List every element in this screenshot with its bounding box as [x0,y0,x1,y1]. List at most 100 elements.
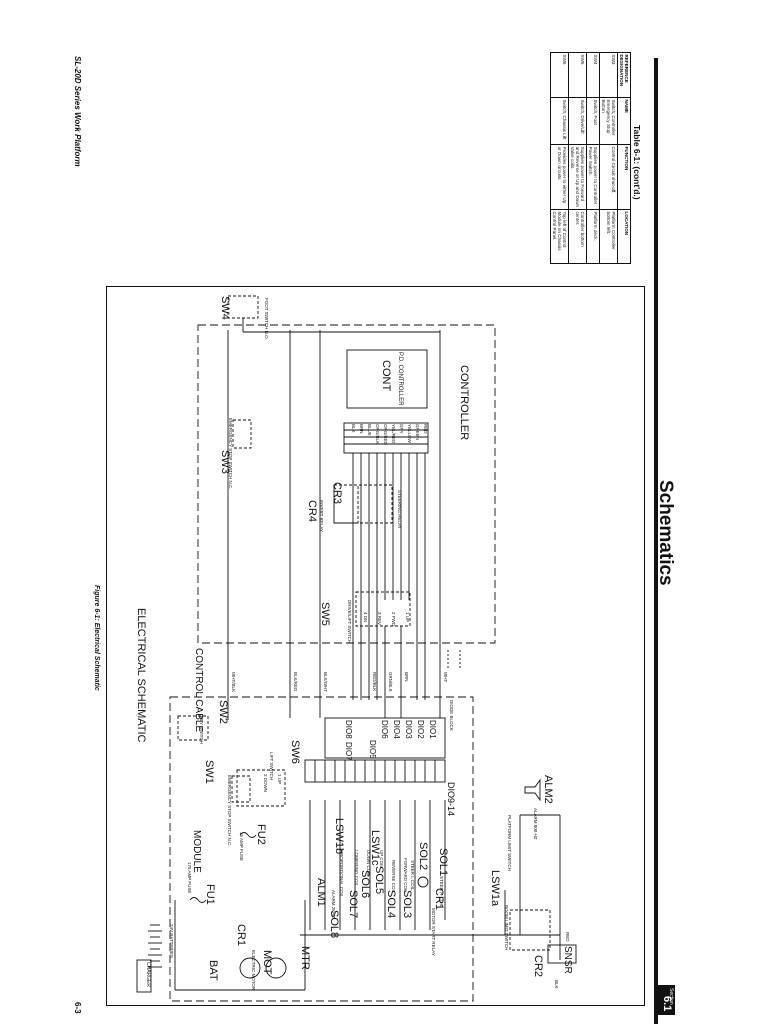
module-label: MODULE [191,830,202,873]
footer-title: SL-20D Series Work Platform [73,56,82,167]
charger-box [136,959,152,993]
fuse-15-label: 15 AMP FUSE [239,832,244,861]
sw3-switch-box [232,419,252,449]
sw6-label: SW6 [289,740,301,764]
wire-color-label: YELLOW [407,424,412,444]
lsw1a-label: LSW1a [489,870,501,907]
page-number: 6-3 [73,1002,82,1014]
motor-start-relay-label: MOTOR START RELAY [431,908,436,956]
wire-color-label: ORG/RED [383,424,388,446]
sol6-label: SOL6 [359,870,371,898]
invert-relay-label: INVERT RELAY [319,500,324,532]
sol1-desc: STEER R COIL [439,876,444,908]
wire-note: BLK/RED [293,672,298,692]
wire-note: BLK [554,980,559,989]
wire-note: BLK/WHT [323,672,328,692]
estop-sw1-label: EMERGENCY STOP SWITCH N.C. [227,775,232,847]
alarm-1-label: ALARM 2KHZ [331,890,336,919]
wire-color-label: BLK [351,424,356,433]
cr4-label: CR4 [306,500,318,522]
diode-label: DIO4 [392,720,401,739]
controller-box [197,324,496,644]
wire-note: RED/BLK [372,672,377,691]
fu2-label: FU2 [255,824,267,845]
wire-color-label: GRY [399,424,404,434]
fuse-175-label: 175 AMP FUSE [187,862,192,893]
drive-lift-switch-label: DRIVE/LIFT SWITCH [347,600,352,643]
controller-label: CONTROLLER [458,365,470,440]
estop-switch-label: EMERGENCY STOP SWITCH N.C. [228,418,233,490]
sol5-label: SOL5 [373,866,385,894]
steering-relay-label: STEERING RELAY [397,490,402,529]
diode-label: DIO1 [428,720,437,739]
sw5-label: SW5 [319,602,331,626]
wire-color-label: BRN [359,424,364,434]
sol2-desc: STEER L COIL [410,860,415,891]
wire-note: WHT [443,672,448,682]
wire-note: BRN [404,672,409,682]
header-rule [654,58,658,1024]
sw4-switch-box [227,295,259,319]
motor-desc-label: ELECTRIC MOTOR [251,950,256,991]
wire-note: WHT/BLK [231,672,236,692]
pd-controller-label: P.D. CONTROLLER [397,352,403,406]
wire-color-label: BLUE [367,424,372,436]
key-switch-label: KEY SWITCH [199,716,204,744]
sol7-desc: LOWERING COIL [354,850,359,887]
sol8-desc: PROPORTIONAL COIL [339,850,344,898]
batteries-label: 24V BATTERIES [169,924,174,958]
wire-color-label: YEL/RED [391,424,396,444]
sw5-switch-box [355,591,411,627]
sol6-desc: DOWN COIL [366,850,371,876]
sol4-desc: REVERSE COIL [391,860,396,894]
module-box [169,696,474,1002]
boom-limit-label: BOOM LIMIT SWITCH [504,905,509,950]
diode-block-label: DIODE BLOCK [449,700,454,731]
electrical-schematic-label: ELECTRICAL SCHEMATIC [135,608,147,743]
dio-range-label: DIO9-14 [446,782,456,816]
sw2-label: SW2 [217,700,229,724]
sw6-switch-box [236,769,286,807]
snsr-box [547,944,577,964]
diode-label: DIO6 [380,720,389,739]
sw5-position-label: 4 DN [363,612,368,622]
sol8-label: SOL8 [328,910,340,938]
controller-terminal-strip [343,422,429,454]
alm1-label: ALM1 [315,878,327,907]
foot-switch-label: FOOT SWITCH N.O. [264,298,269,340]
lift-switch-label: LIFT SWITCH [269,752,274,780]
platform-limit-label: PLATFORM LIMIT SWITCH [507,815,512,871]
sol7-label: SOL7 [347,890,359,918]
mtr-label: MTR [299,946,311,970]
sw2-switch-box [177,715,209,741]
bat-label: BAT [207,960,219,981]
pd-controller-box [346,349,428,409]
sol5-desc: UP COIL [379,850,384,868]
sw1-label: SW1 [203,760,215,784]
wire-color-label: RED [423,424,428,434]
diode-label: DIO8 [344,720,353,739]
diode-label: DIO3 [404,720,413,739]
lsw1c-label: LSW1c [369,830,381,866]
sw4-label: SW4 [219,296,231,320]
figure-caption: Figure 6-1: Electrical Schematic [93,585,100,691]
mot-label: MOT [261,950,273,975]
snsr-label: SNSR [562,946,573,974]
cr2-label: CR2 [532,955,544,977]
boom-limit-switch-box [509,909,551,951]
alm2-label: ALM2 [542,775,554,804]
cr3-label: CR3 [331,482,343,504]
sol3-desc: FORWARD COIL [403,858,408,893]
sol4-label: SOL4 [385,890,397,918]
cr1-label: CR1 [433,888,445,910]
fu1-label: FU1 [204,884,216,905]
sw6-position-label: 1 UP [277,774,282,784]
wire-color-label: GREEN [415,424,420,440]
section-badge [655,985,675,1015]
charger-label: CHARGER [145,962,151,987]
wire-note: GRN/BLK [388,672,393,692]
sol1-label: SOL1 [437,848,449,876]
diode-label: DIO2 [416,720,425,739]
